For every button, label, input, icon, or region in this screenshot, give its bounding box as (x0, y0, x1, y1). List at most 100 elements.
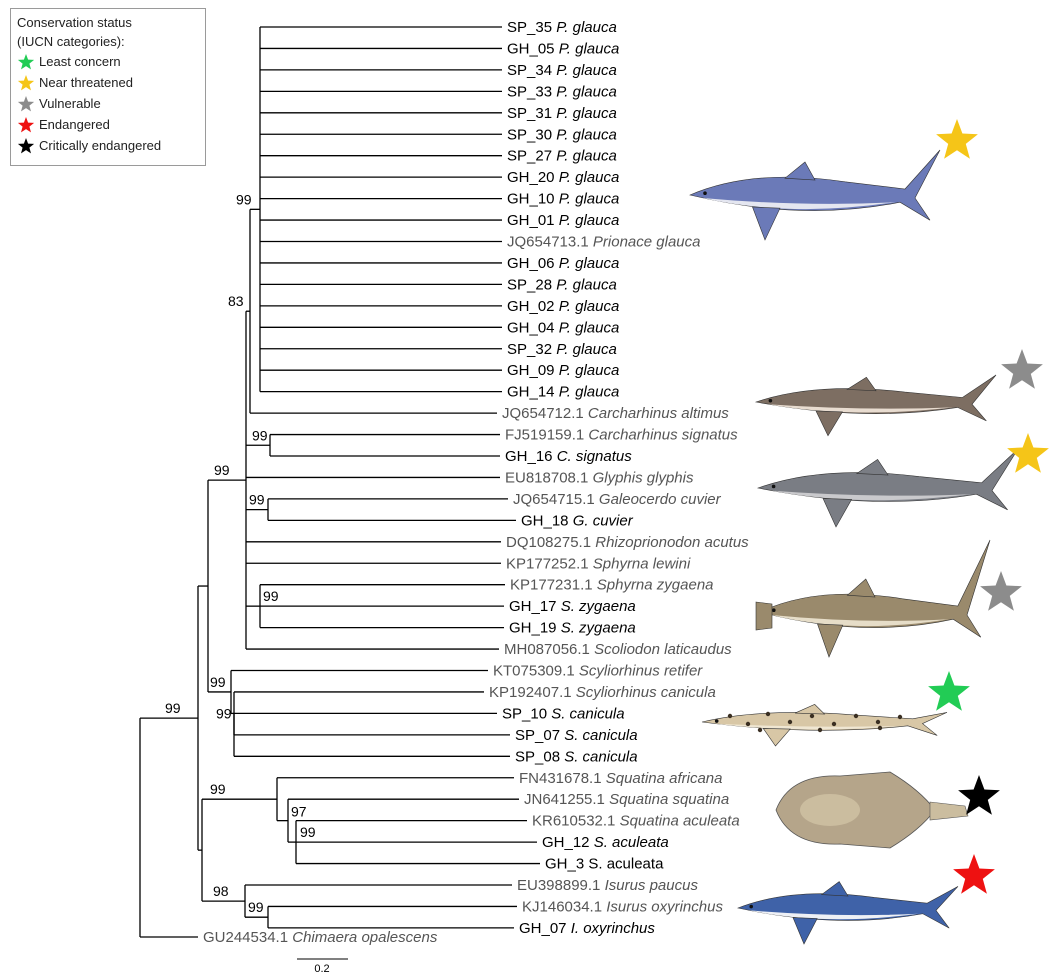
bootstrap-value: 99 (263, 588, 279, 604)
tip-label: GH_14 P. glauca (507, 384, 619, 401)
angelshark-illustration (776, 772, 968, 848)
bootstrap-value: 98 (213, 883, 229, 899)
scale-bar-label: 0.2 (314, 963, 329, 974)
legend-item-label: Endangered (39, 117, 110, 132)
tip-label: GH_18 G. cuvier (521, 512, 634, 529)
tip-label: GH_16 C. signatus (505, 448, 632, 465)
star-icon (17, 137, 35, 155)
tip-species: Galeocerdo cuvier (599, 491, 722, 508)
tip-accession: EU818708.1 (505, 469, 588, 486)
tip-species: Scyliorhinus canicula (576, 684, 716, 701)
tip-label: GH_05 P. glauca (507, 40, 619, 57)
tip-label: GU244534.1 Chimaera opalescens (203, 929, 438, 946)
legend-item: Near threatened (17, 72, 199, 93)
tip-accession: SP_30 (507, 126, 552, 143)
tip-species: Chimaera opalescens (292, 929, 438, 946)
tip-accession: SP_27 (507, 148, 552, 165)
tip-species: P. glauca (559, 384, 620, 401)
tip-species: P. glauca (556, 83, 617, 100)
bootstrap-value: 99 (236, 191, 252, 207)
tip-accession: GH_17 (509, 598, 557, 615)
tip-species: P. glauca (559, 169, 620, 186)
tip-species: Scyliorhinus retifer (579, 663, 703, 680)
star-icon (17, 74, 35, 92)
star-icon (17, 116, 35, 134)
tip-accession: SP_31 (507, 105, 552, 122)
tip-accession: GH_09 (507, 362, 555, 379)
tip-species: Rhizoprionodon acutus (595, 534, 749, 551)
tip-accession: JN641255.1 (524, 791, 605, 808)
tip-accession: KT075309.1 (493, 663, 575, 680)
tip-species: Glyphis glyphis (593, 469, 694, 486)
tip-species: P. glauca (559, 298, 620, 315)
tip-label: GH_06 P. glauca (507, 255, 619, 272)
legend-item: Least concern (17, 51, 199, 72)
tip-species: Squatina squatina (609, 791, 729, 808)
tip-label: JQ654713.1 Prionace glauca (507, 234, 700, 251)
tip-species: S. aculeata (594, 834, 669, 851)
tip-label: GH_19 S. zygaena (509, 620, 636, 637)
tip-species: P. glauca (556, 276, 617, 293)
tip-species: Sphyrna lewini (593, 555, 691, 572)
tip-species: Sphyrna zygaena (597, 577, 714, 594)
tip-species: Isurus paucus (605, 877, 699, 894)
tip-accession: KP192407.1 (489, 684, 572, 701)
legend-item-label: Critically endangered (39, 138, 161, 153)
tip-accession: KR610532.1 (532, 813, 615, 830)
tip-label: GH_07 I. oxyrinchus (519, 920, 655, 937)
scale-bar: 0.2 (297, 959, 348, 974)
tip-label: KP192407.1 Scyliorhinus canicula (489, 684, 716, 701)
tip-label: SP_10 S. canicula (502, 705, 625, 722)
bootstrap-value: 99 (300, 824, 316, 840)
tip-species: P. glauca (556, 62, 617, 79)
tip-accession: JQ654712.1 (502, 405, 584, 422)
star-icon (17, 95, 35, 113)
tip-label: GH_10 P. glauca (507, 191, 619, 208)
tip-label: KJ146034.1 Isurus oxyrinchus (522, 898, 723, 915)
tip-label: FJ519159.1 Carcharhinus signatus (505, 427, 738, 444)
tip-accession: SP_33 (507, 83, 552, 100)
catshark-illustration (702, 704, 947, 746)
mako-shark-illustration (738, 882, 958, 944)
bootstrap-value: 99 (216, 705, 232, 721)
tiger-shark-illustration (758, 449, 1018, 527)
star-icon (17, 53, 35, 71)
tip-species: P. glauca (559, 319, 620, 336)
tip-label: GH_01 P. glauca (507, 212, 619, 229)
tip-label: GH_20 P. glauca (507, 169, 619, 186)
tip-species: Carcharhinus altimus (588, 405, 729, 422)
tip-label: SP_33 P. glauca (507, 83, 617, 100)
tip-accession: EU398899.1 (517, 877, 600, 894)
tip-accession: GH_01 (507, 212, 555, 229)
tip-label: JQ654712.1 Carcharhinus altimus (502, 405, 729, 422)
tip-label: SP_28 P. glauca (507, 276, 617, 293)
tip-label: GH_02 P. glauca (507, 298, 619, 315)
tip-species: S. zygaena (561, 620, 636, 637)
tip-accession: KJ146034.1 (522, 898, 602, 915)
bootstrap-value: 99 (165, 700, 181, 716)
tip-species: Isurus oxyrinchus (606, 898, 723, 915)
tip-species: P. glauca (556, 105, 617, 122)
tip-label: MH087056.1 Scoliodon laticaudus (504, 641, 732, 658)
tip-species: S. canicula (564, 727, 637, 744)
tip-species: Prionace glauca (593, 234, 701, 251)
bootstrap-value: 99 (214, 462, 230, 478)
tip-accession: DQ108275.1 (506, 534, 591, 551)
tip-species: P. glauca (556, 148, 617, 165)
tip-accession: GH_05 (507, 40, 555, 57)
tip-label: KP177252.1 Sphyrna lewini (506, 555, 691, 572)
tip-accession: GH_14 (507, 384, 555, 401)
tip-label: GH_12 S. aculeata (542, 834, 669, 851)
tip-accession: JQ654715.1 (513, 491, 595, 508)
tip-label: GH_09 P. glauca (507, 362, 619, 379)
tip-species: P. glauca (559, 362, 620, 379)
tip-label: JQ654715.1 Galeocerdo cuvier (513, 491, 722, 508)
legend-title: Conservation status (17, 13, 199, 32)
bootstrap-value: 99 (249, 492, 265, 508)
status-star-icon (1007, 433, 1049, 473)
tip-accession: FJ519159.1 (505, 427, 584, 444)
tip-label: SP_27 P. glauca (507, 148, 617, 165)
tip-accession: GH_3 (545, 856, 584, 873)
tip-species: Scoliodon laticaudus (594, 641, 732, 658)
tip-species: S. canicula (551, 705, 624, 722)
